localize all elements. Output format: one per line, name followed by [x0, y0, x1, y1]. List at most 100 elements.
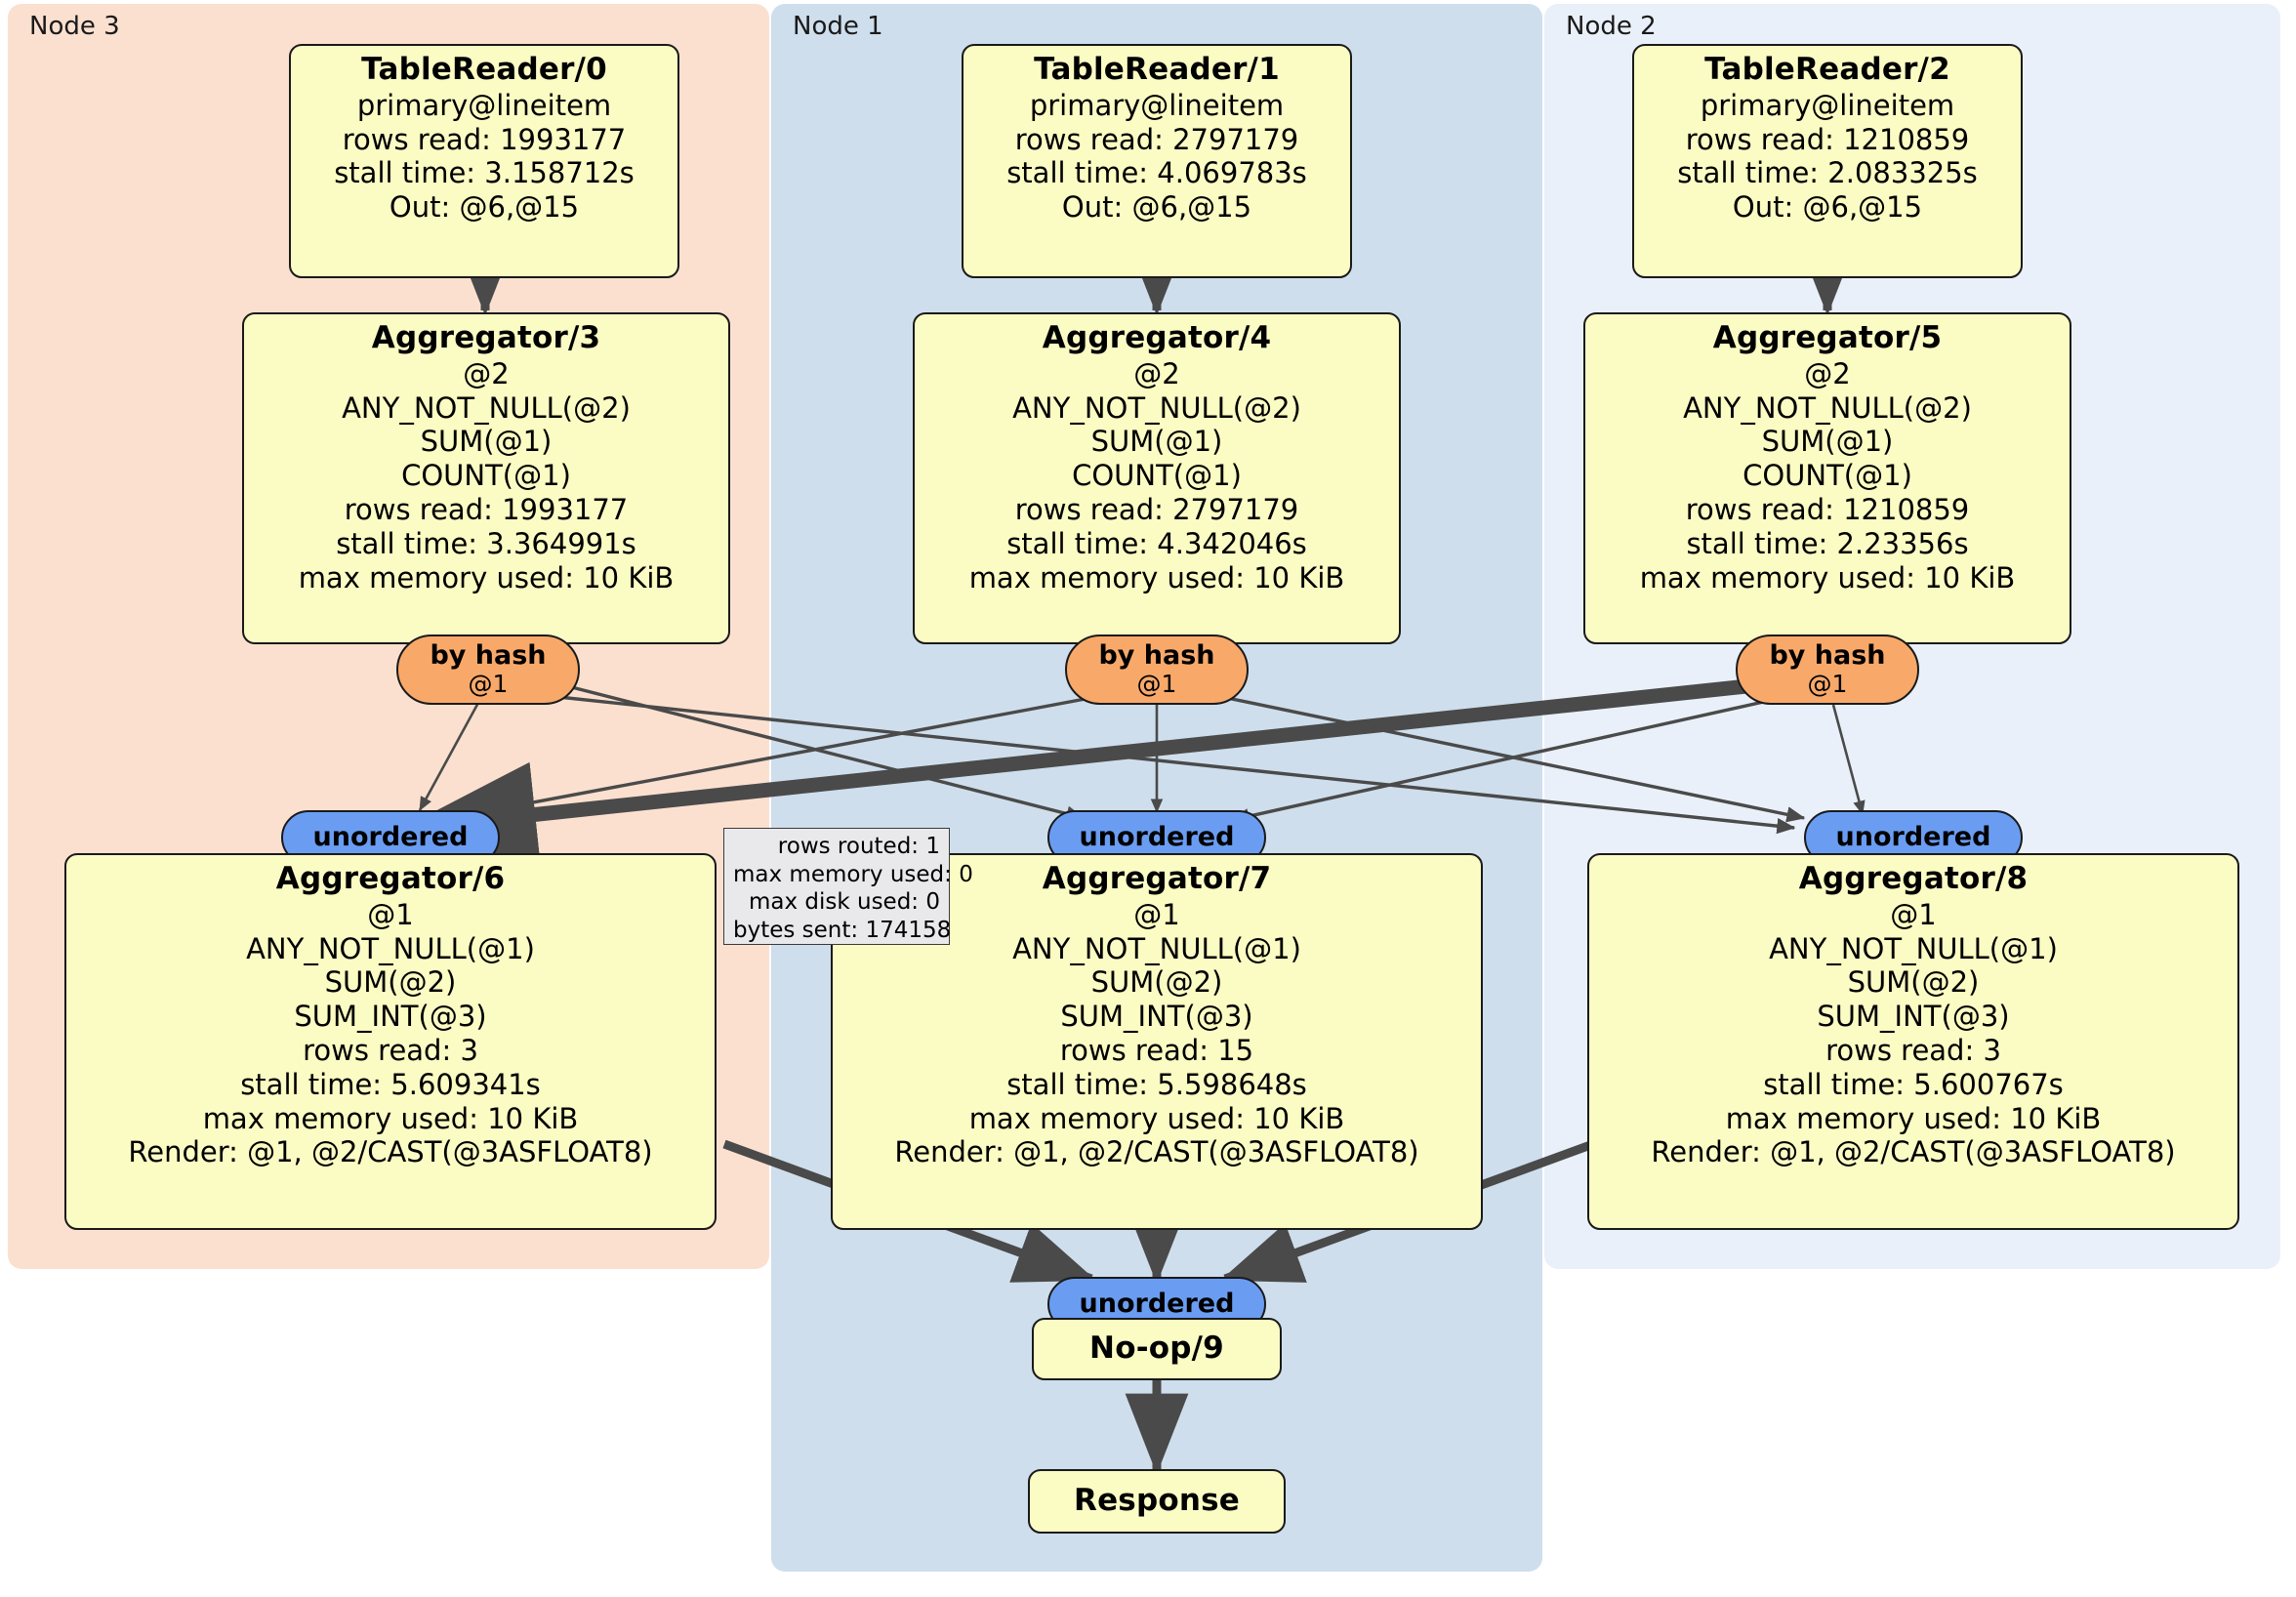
processor-detail: COUNT(@1) — [1742, 459, 1912, 493]
processor-detail: SUM_INT(@3) — [294, 1000, 487, 1034]
synchronizer-label: unordered — [312, 822, 469, 853]
processor-title: Aggregator/6 — [275, 861, 506, 896]
processor-title: Aggregator/8 — [1798, 861, 2029, 896]
synchronizer-label: unordered — [1835, 822, 1991, 853]
processor-detail: Out: @6,@15 — [1061, 190, 1252, 225]
processor-detail: max memory used: 10 KiB — [298, 560, 675, 594]
processor-detail: Out: @6,@15 — [1732, 190, 1923, 225]
processor-detail: ANY_NOT_NULL(@2) — [1683, 390, 1972, 425]
router-stats-tooltip: rows routed: 1 max memory used: 0 max di… — [723, 828, 973, 945]
router-hash-right[interactable]: by hash @1 — [1736, 635, 1919, 705]
node-panel-label-node1: Node 1 — [793, 12, 883, 41]
processor-detail: COUNT(@1) — [1072, 459, 1242, 493]
processor-detail: Render: @1, @2/CAST(@3ASFLOAT8) — [1651, 1135, 2176, 1169]
processor-detail: @2 — [1804, 356, 1851, 390]
processor-detail: max memory used: 10 KiB — [1639, 560, 2016, 594]
tooltip-line: bytes sent: 174158 — [733, 917, 952, 943]
processor-detail: ANY_NOT_NULL(@2) — [342, 390, 631, 425]
processor-detail: SUM(@1) — [1761, 425, 1894, 459]
processor-detail: @2 — [463, 356, 510, 390]
processor-detail: rows read: 2797179 — [1014, 493, 1299, 526]
processor-detail: max memory used: 10 KiB — [968, 1101, 1345, 1135]
edge-hashcenter-unorderedleft — [437, 693, 1107, 825]
processor-title: Aggregator/3 — [371, 320, 601, 355]
edge-hashright-unorderedright — [1831, 704, 1866, 816]
processor-aggregator3[interactable]: Aggregator/3 @2 ANY_NOT_NULL(@2) SUM(@1)… — [242, 312, 730, 644]
processor-detail: primary@lineitem — [1029, 88, 1285, 122]
processor-noop9[interactable]: No-op/9 — [1032, 1318, 1282, 1380]
tooltip-line: max disk used: 0 — [748, 889, 940, 916]
processor-detail: rows read: 1993177 — [342, 122, 627, 156]
processor-title: No-op/9 — [1089, 1331, 1224, 1367]
processor-detail: Render: @1, @2/CAST(@3ASFLOAT8) — [128, 1135, 653, 1169]
processor-detail: COUNT(@1) — [401, 459, 571, 493]
processor-detail: stall time: 5.609341s — [240, 1067, 541, 1101]
processor-tablereader1[interactable]: TableReader/1 primary@lineitem rows read… — [962, 44, 1352, 278]
processor-detail: @1 — [1890, 897, 1937, 931]
processor-tablereader2[interactable]: TableReader/2 primary@lineitem rows read… — [1632, 44, 2023, 278]
processor-title: TableReader/1 — [1034, 52, 1280, 87]
processor-detail: SUM_INT(@3) — [1817, 1000, 2010, 1034]
processor-detail: stall time: 5.600767s — [1763, 1067, 2064, 1101]
processor-detail: SUM_INT(@3) — [1060, 1000, 1253, 1034]
router-label: by hash — [1098, 640, 1215, 672]
processor-detail: rows read: 1210859 — [1685, 493, 1970, 526]
processor-detail: primary@lineitem — [1700, 88, 1955, 122]
processor-detail: max memory used: 10 KiB — [202, 1101, 579, 1135]
processor-detail: ANY_NOT_NULL(@1) — [246, 931, 535, 965]
processor-detail: stall time: 2.083325s — [1677, 156, 1978, 190]
processor-title: Aggregator/7 — [1042, 861, 1272, 896]
node-panel-label-node3: Node 3 — [29, 12, 120, 41]
synchronizer-label: unordered — [1079, 1289, 1235, 1320]
synchronizer-label: unordered — [1079, 822, 1235, 853]
processor-detail: max memory used: 10 KiB — [968, 560, 1345, 594]
processor-detail: stall time: 5.598648s — [1006, 1067, 1307, 1101]
processor-detail: stall time: 3.364991s — [336, 526, 636, 560]
processor-detail: @1 — [367, 897, 414, 931]
processor-detail: rows read: 3 — [303, 1034, 478, 1067]
processor-detail: SUM(@1) — [1090, 425, 1223, 459]
processor-detail: SUM(@2) — [324, 965, 457, 1000]
router-label: by hash — [1769, 640, 1886, 672]
processor-detail: SUM(@2) — [1847, 965, 1980, 1000]
processor-detail: primary@lineitem — [356, 88, 612, 122]
processor-tablereader0[interactable]: TableReader/0 primary@lineitem rows read… — [289, 44, 679, 278]
processor-aggregator8[interactable]: Aggregator/8 @1 ANY_NOT_NULL(@1) SUM(@2)… — [1587, 853, 2239, 1230]
processor-detail: ANY_NOT_NULL(@2) — [1012, 390, 1301, 425]
processor-detail: Out: @6,@15 — [389, 190, 580, 225]
processor-detail: SUM(@2) — [1090, 965, 1223, 1000]
processor-detail: @1 — [1133, 897, 1180, 931]
router-hash-left[interactable]: by hash @1 — [396, 635, 580, 705]
processor-detail: rows read: 15 — [1059, 1034, 1254, 1067]
edge-hashright-unorderedleft — [401, 676, 1776, 868]
processor-detail: rows read: 3 — [1825, 1034, 2001, 1067]
tooltip-line: max memory used: 0 — [733, 861, 973, 887]
edge-hashright-unorderedcenter — [1230, 697, 1778, 825]
processor-detail: stall time: 4.342046s — [1006, 526, 1307, 560]
processor-detail: ANY_NOT_NULL(@1) — [1769, 931, 2058, 965]
router-column: @1 — [468, 670, 509, 699]
router-column: @1 — [1807, 670, 1848, 699]
processor-title: Response — [1074, 1483, 1240, 1519]
processor-detail: rows read: 1210859 — [1685, 122, 1970, 156]
edge-hashcenter-unorderedright — [1212, 693, 1806, 823]
processor-detail: ANY_NOT_NULL(@1) — [1012, 931, 1301, 965]
processor-detail: rows read: 1993177 — [344, 493, 629, 526]
processor-aggregator4[interactable]: Aggregator/4 @2 ANY_NOT_NULL(@2) SUM(@1)… — [913, 312, 1401, 644]
processor-title: TableReader/2 — [1704, 52, 1950, 87]
router-column: @1 — [1136, 670, 1177, 699]
processor-response[interactable]: Response — [1028, 1469, 1286, 1534]
node-panel-label-node2: Node 2 — [1566, 12, 1657, 41]
processor-title: TableReader/0 — [361, 52, 607, 87]
processor-detail: max memory used: 10 KiB — [1725, 1101, 2102, 1135]
processor-detail: stall time: 2.23356s — [1686, 526, 1969, 560]
processor-title: Aggregator/5 — [1712, 320, 1943, 355]
tooltip-line: rows routed: 1 — [777, 834, 940, 859]
processor-aggregator5[interactable]: Aggregator/5 @2 ANY_NOT_NULL(@2) SUM(@1)… — [1583, 312, 2071, 644]
processor-aggregator6[interactable]: Aggregator/6 @1 ANY_NOT_NULL(@1) SUM(@2)… — [64, 853, 717, 1230]
processor-detail: stall time: 3.158712s — [334, 156, 635, 190]
router-label: by hash — [430, 640, 547, 672]
edge-hashleft-unorderedleft — [418, 700, 481, 811]
router-hash-center[interactable]: by hash @1 — [1065, 635, 1249, 705]
